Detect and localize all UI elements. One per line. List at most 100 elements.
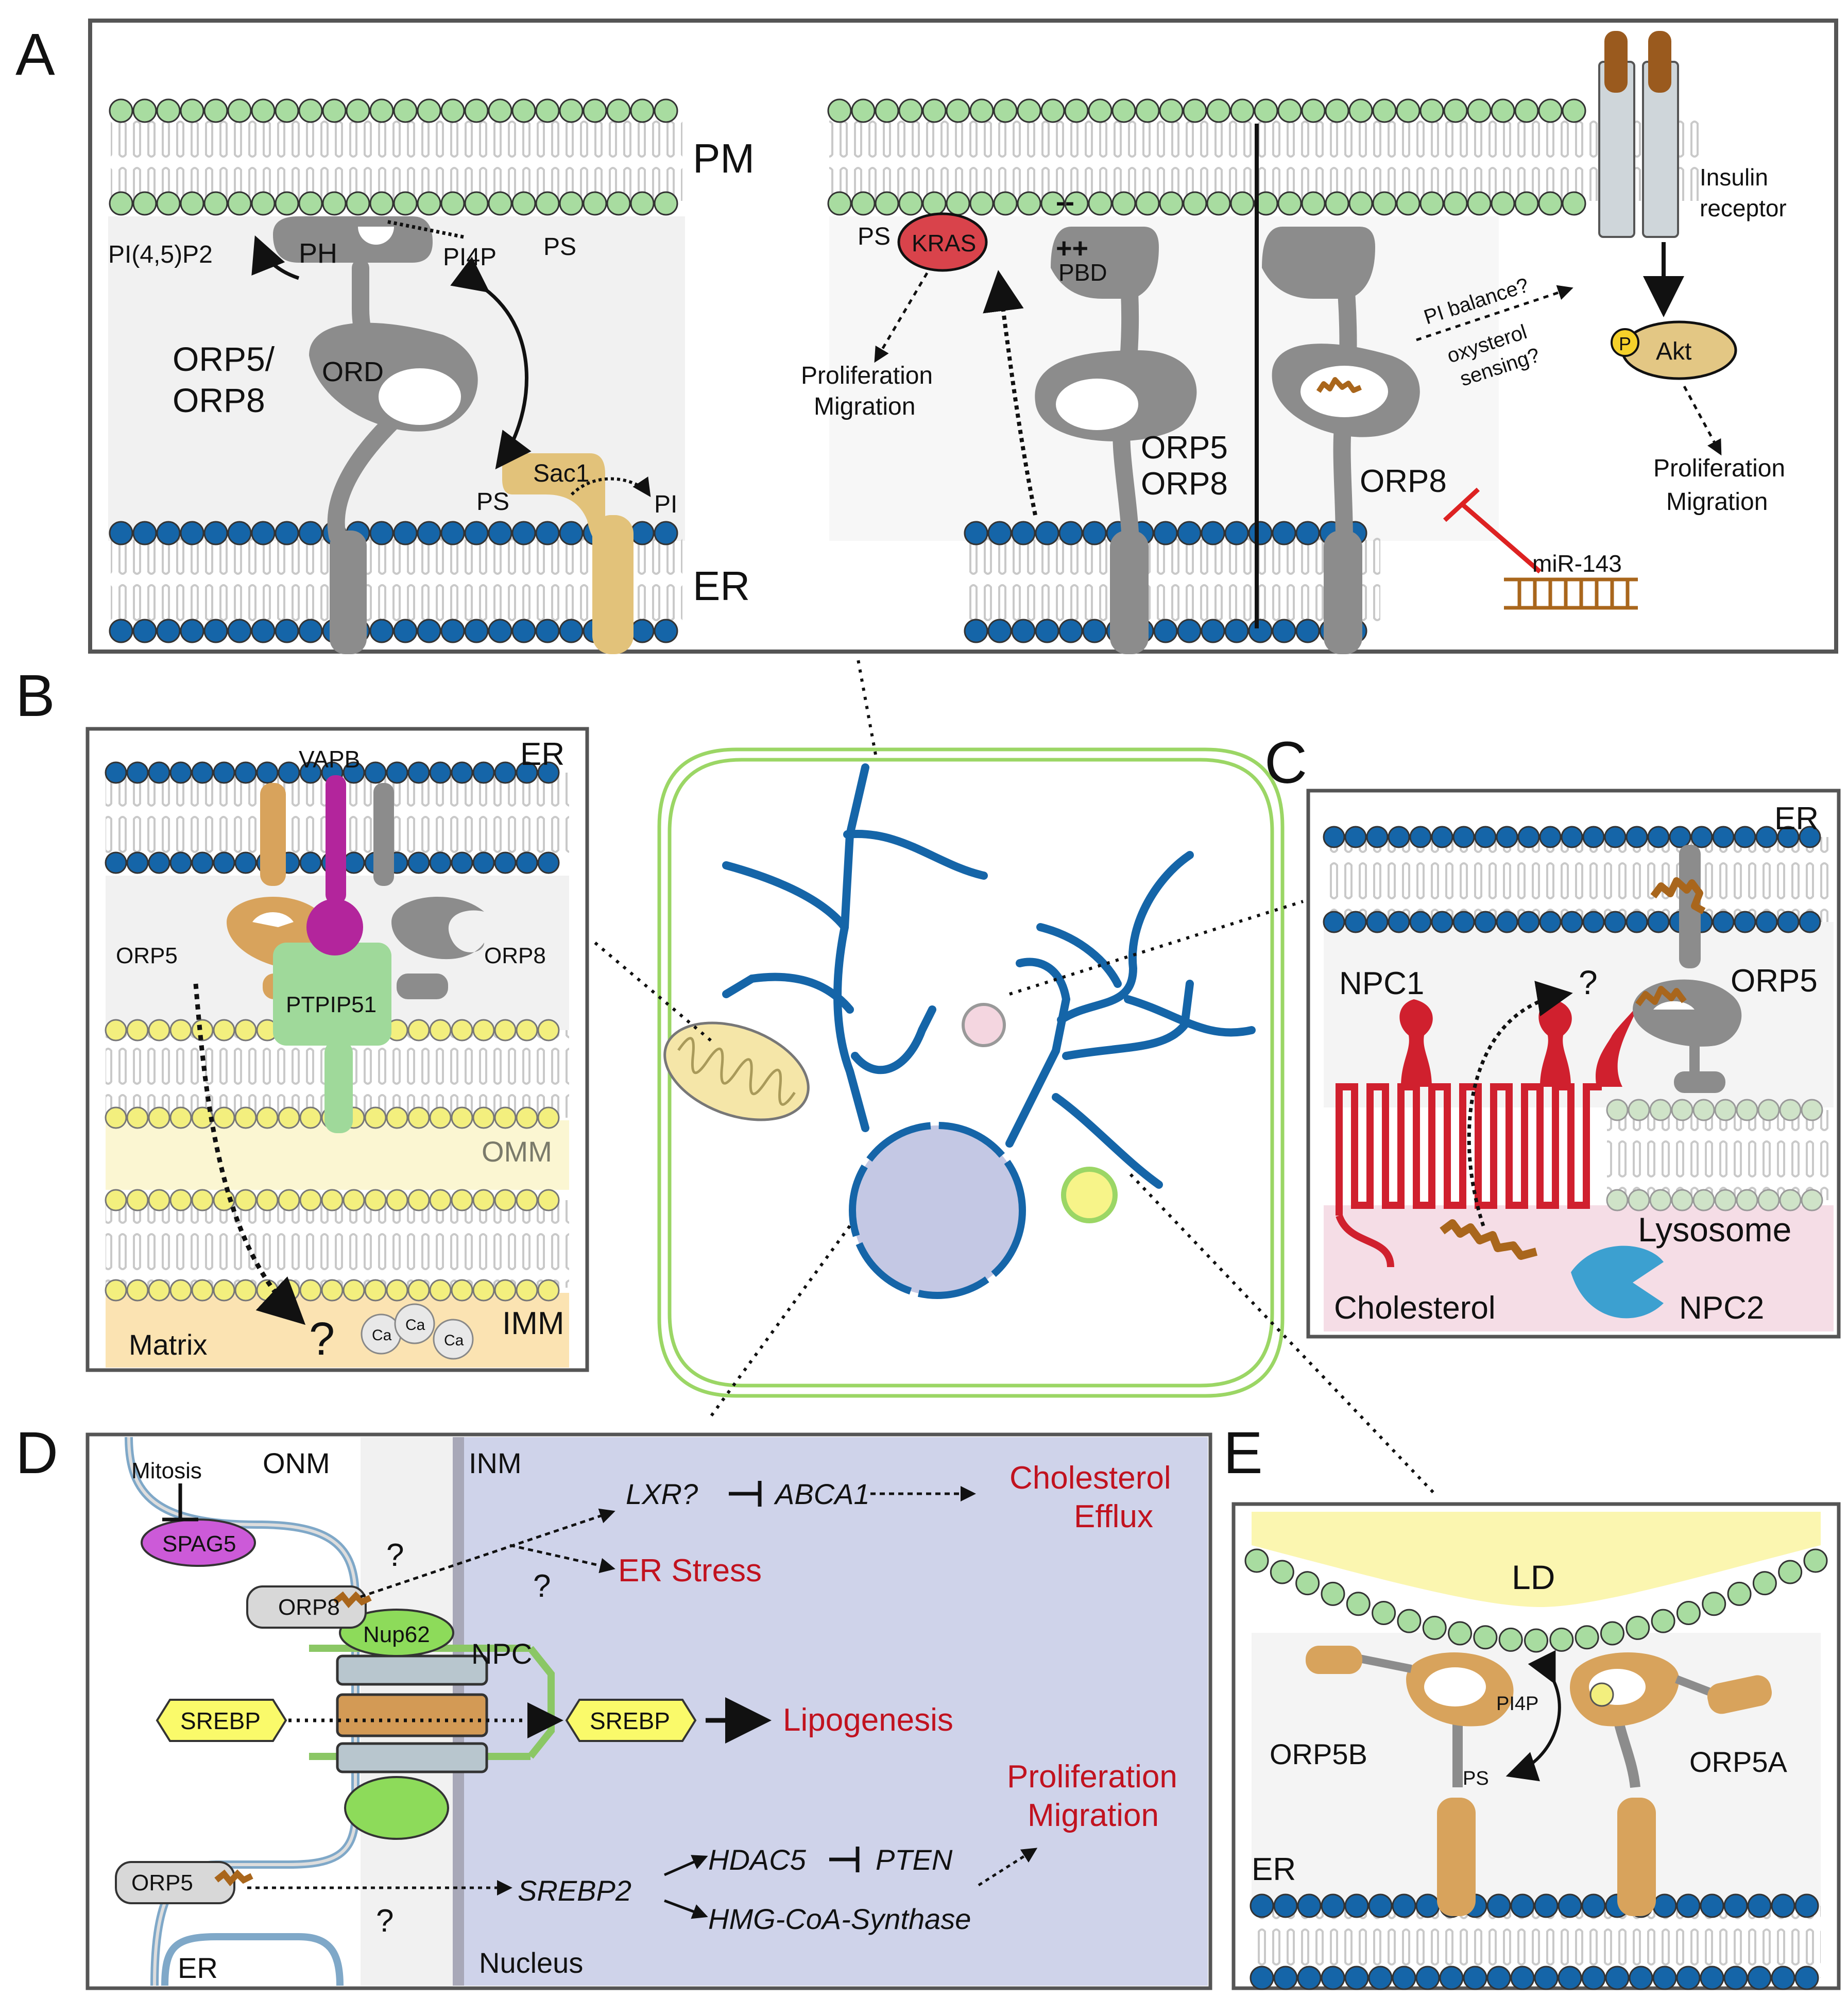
lipid-headgroup [346, 98, 370, 123]
lipid-headgroup [1111, 98, 1136, 123]
cholesterol-d-orp5 [214, 1869, 253, 1887]
orp8-label-d: ORP8 [278, 1595, 340, 1620]
lipid-headgroup [440, 521, 465, 545]
orp5b-label: ORP5B [1270, 1738, 1367, 1770]
lipid-headgroup [227, 98, 252, 123]
lipid-headgroup [1652, 1893, 1677, 1918]
lipid-headgroup [1206, 98, 1231, 123]
lipid-headgroup [1517, 826, 1540, 848]
lipid-headgroup [1396, 98, 1421, 123]
lipid-headgroup [537, 1279, 560, 1302]
lipid-headgroup [1510, 1893, 1535, 1918]
onm-label: ONM [263, 1447, 330, 1479]
lipid-headgroup [537, 1189, 560, 1211]
orp5-label-a: ORP5 [1141, 430, 1228, 466]
lipid-headgroup [559, 619, 584, 643]
lipid-headgroup [1323, 826, 1345, 848]
lipid-headgroup [105, 761, 127, 784]
lipid-headgroup [1625, 911, 1648, 933]
lipid-headgroup [275, 98, 299, 123]
lipid-headgroup [1752, 1571, 1777, 1596]
lipid-headgroup [1474, 911, 1497, 933]
lipid-headgroup [105, 1189, 127, 1211]
lipid-headgroup [126, 1189, 149, 1211]
er-network [722, 763, 1256, 1189]
lipid-headgroup [1649, 1099, 1672, 1121]
lipid-headgroup [180, 619, 204, 643]
lipid-headgroup [1183, 98, 1207, 123]
lipid-headgroup [946, 191, 970, 216]
lipid-headgroup [1575, 1625, 1599, 1650]
lysosome-small [962, 1003, 1006, 1047]
lipid-headgroup [1549, 1627, 1574, 1652]
lipid-headgroup [169, 1106, 192, 1129]
lipid-headgroup [1510, 1966, 1535, 1990]
matrix-label: Matrix [129, 1328, 207, 1361]
lipid-headgroup [440, 191, 465, 216]
insulin-receptor [1598, 31, 1679, 238]
lipid-headgroup [494, 1019, 517, 1041]
lipid-headgroup [654, 98, 678, 123]
srebp2-label: SREBP2 [518, 1874, 631, 1907]
lipid-headgroup [1397, 1609, 1422, 1633]
lipid-headgroup [1700, 1966, 1724, 1990]
lipid-headgroup [1628, 1099, 1650, 1121]
panel-b-matrix [106, 1293, 569, 1368]
lipid-droplet-core [1252, 1512, 1821, 1607]
lysosome-label: Lysosome [1638, 1210, 1791, 1249]
lipid-headgroup [369, 191, 394, 216]
lipid-headgroup [1419, 98, 1444, 123]
lipid-headgroup [827, 191, 852, 216]
lipid-headgroup [1135, 98, 1160, 123]
lipid-headgroup [472, 1189, 495, 1211]
lipid-headgroup [1244, 1548, 1269, 1573]
lipid-headgroup [1082, 619, 1107, 643]
lipid-headgroup [1058, 521, 1083, 545]
orp5a-label: ORP5A [1689, 1746, 1787, 1778]
lipid-headgroup [203, 619, 228, 643]
lipid-headgroup [369, 521, 394, 545]
plasma-membrane-inner [668, 758, 1274, 1388]
lipid-headgroup [1366, 911, 1389, 933]
arrow-pi4p-dotted [386, 219, 464, 239]
prolif-left-line2: Migration [814, 393, 915, 420]
panel-a-letter: A [15, 22, 55, 88]
lipid-headgroup [234, 761, 257, 784]
lipid-headgroup [488, 521, 512, 545]
pip2-label: PI(4,5)P2 [108, 241, 213, 268]
lipid-headgroup [1747, 1893, 1772, 1918]
lipid-headgroup [464, 191, 489, 216]
lipid-headgroup [1439, 1966, 1464, 1990]
lipid-headgroup [1794, 1966, 1819, 1990]
lipid-headgroup [275, 521, 299, 545]
lipid-headgroup [417, 619, 441, 643]
lipid-headgroup [583, 191, 607, 216]
lipid-headgroup [1366, 826, 1389, 848]
lipid-headgroup [535, 619, 560, 643]
lipid-headgroup [321, 1189, 344, 1211]
lipid-headgroup [516, 851, 538, 874]
lipid-headgroup [299, 761, 322, 784]
lxr-label: LXR? [626, 1478, 698, 1510]
orp8-protein-d [246, 1585, 367, 1629]
lipid-headgroup [1771, 1893, 1795, 1918]
lipid-headgroup [511, 619, 536, 643]
lipid-headgroup [1558, 1966, 1582, 1990]
lipid-headgroup [1431, 911, 1453, 933]
lipid-headgroup [1463, 1966, 1487, 1990]
lipid-headgroup [1558, 1893, 1582, 1918]
lipid-headgroup [1649, 1189, 1672, 1211]
lipid-headgroup [898, 191, 923, 216]
lipid-headgroup [1301, 98, 1326, 123]
lipid-headgroup [1778, 1560, 1803, 1584]
lipid-headgroup [1676, 1966, 1701, 1990]
lipid-headgroup [322, 98, 347, 123]
lipid-headgroup [1647, 826, 1670, 848]
er-label-d: ER [178, 1952, 218, 1984]
lipid-headgroup [1538, 191, 1563, 216]
lipid-headgroup [364, 1279, 387, 1302]
lipid-headgroup [1561, 911, 1583, 933]
lipid-headgroup [1600, 1621, 1624, 1646]
spag5-label: SPAG5 [162, 1531, 236, 1557]
lipid-headgroup [1017, 98, 1041, 123]
